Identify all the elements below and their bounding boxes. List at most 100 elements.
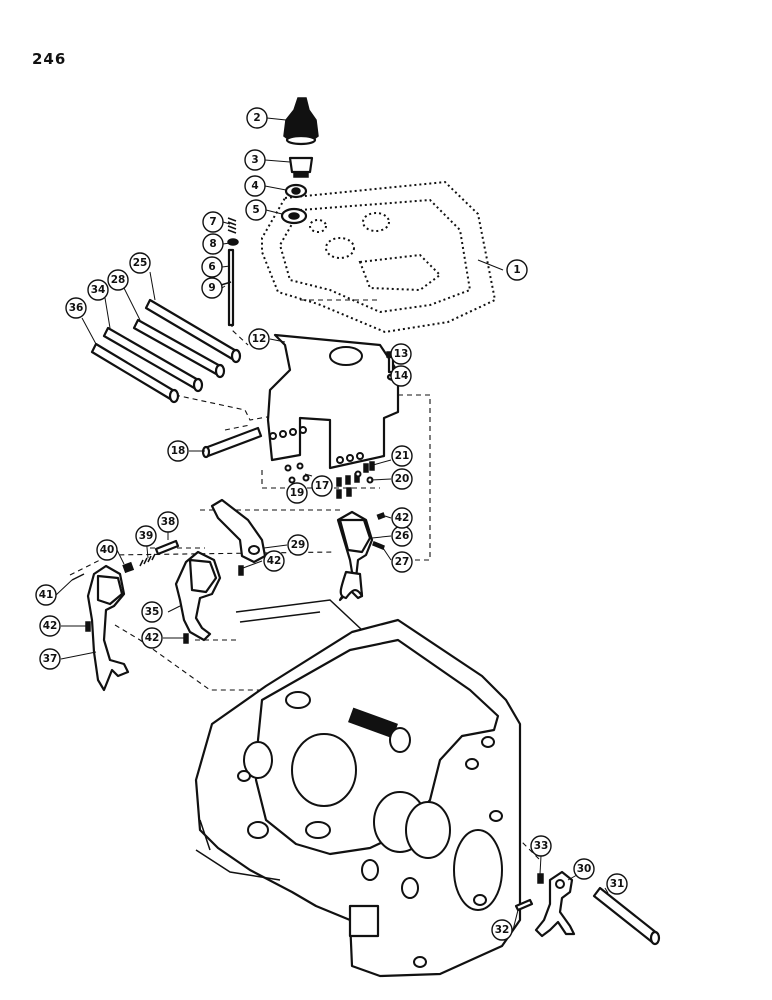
callout-42-d: 42 <box>141 627 163 649</box>
callout-2: 2 <box>246 107 268 129</box>
pin-part-42-d <box>183 633 189 644</box>
callout-7: 7 <box>202 211 224 233</box>
shift-knob-part-2 <box>283 97 319 146</box>
shift-lever-part-29 <box>210 498 267 564</box>
svg-text:42: 42 <box>267 555 282 567</box>
callout-36: 36 <box>65 297 87 319</box>
svg-text:5: 5 <box>252 204 259 216</box>
callout-30: 30 <box>573 858 595 880</box>
svg-text:18: 18 <box>171 445 186 457</box>
callout-26: 26 <box>391 525 413 547</box>
svg-text:29: 29 <box>291 539 306 551</box>
svg-text:41: 41 <box>39 589 54 601</box>
callout-40: 40 <box>96 539 118 561</box>
svg-text:30: 30 <box>577 863 592 875</box>
shift-rail-part-36 <box>90 342 180 404</box>
pin-part-42-c <box>85 621 91 632</box>
svg-text:32: 32 <box>495 924 510 936</box>
retainer-part-3 <box>288 156 314 178</box>
spring-part-7 <box>227 217 237 234</box>
poppet-part-40 <box>122 561 135 574</box>
svg-text:31: 31 <box>610 878 625 890</box>
svg-text:4: 4 <box>251 180 258 192</box>
callout-32: 32 <box>491 919 513 941</box>
callout-18: 18 <box>167 440 189 462</box>
callout-39: 39 <box>135 525 157 547</box>
callout-4: 4 <box>244 175 266 197</box>
pin-part-42-b <box>238 565 244 576</box>
callout-31: 31 <box>606 873 628 895</box>
svg-text:25: 25 <box>133 257 148 269</box>
svg-text:17: 17 <box>315 480 330 492</box>
spring-part-39 <box>139 553 156 567</box>
svg-text:7: 7 <box>209 216 216 228</box>
svg-text:3: 3 <box>251 154 258 166</box>
callout-6: 6 <box>201 256 223 278</box>
pin-part-41 <box>71 573 85 581</box>
callout-19: 19 <box>286 482 308 504</box>
shift-fork-part-30 <box>534 870 576 938</box>
pin-part-27 <box>372 541 385 550</box>
callout-25: 25 <box>129 252 151 274</box>
callout-13: 13 <box>390 343 412 365</box>
svg-text:42: 42 <box>43 620 58 632</box>
svg-text:2: 2 <box>253 112 260 124</box>
pin-part-42-a <box>376 512 386 520</box>
callout-5: 5 <box>245 199 267 221</box>
svg-text:9: 9 <box>208 282 215 294</box>
svg-text:8: 8 <box>209 238 216 250</box>
callout-38: 38 <box>157 511 179 533</box>
shift-fork-part-35 <box>174 550 222 642</box>
callout-8: 8 <box>202 233 224 255</box>
shift-fork-part-26 <box>336 510 374 602</box>
svg-text:20: 20 <box>395 473 410 485</box>
page-number: 246 <box>32 50 67 68</box>
svg-text:28: 28 <box>111 274 126 286</box>
svg-text:14: 14 <box>394 370 409 382</box>
svg-text:27: 27 <box>395 556 410 568</box>
svg-text:26: 26 <box>395 530 410 542</box>
pin-part-9 <box>220 281 232 286</box>
callout-21: 21 <box>391 445 413 467</box>
svg-text:34: 34 <box>91 284 106 296</box>
shift-bracket-part-12 <box>266 333 400 470</box>
svg-text:42: 42 <box>145 632 160 644</box>
callout-42-c: 42 <box>39 615 61 637</box>
callout-42-b: 42 <box>263 550 285 572</box>
svg-text:33: 33 <box>534 840 549 852</box>
callout-29: 29 <box>287 534 309 556</box>
shift-rail-part-25 <box>144 298 242 364</box>
svg-text:13: 13 <box>394 348 409 360</box>
callout-20: 20 <box>391 468 413 490</box>
pin-part-33 <box>537 873 544 884</box>
poppet-part-38 <box>154 539 180 556</box>
callout-9: 9 <box>201 277 223 299</box>
svg-text:1: 1 <box>513 264 520 276</box>
bolt-part-32 <box>514 898 534 912</box>
callout-35: 35 <box>141 601 163 623</box>
shift-rail-part-34 <box>102 326 204 393</box>
svg-text:36: 36 <box>69 302 84 314</box>
rod-part-31 <box>592 886 661 946</box>
svg-text:6: 6 <box>208 261 215 273</box>
callout-28: 28 <box>107 269 129 291</box>
transmission-housing <box>194 599 522 978</box>
svg-text:12: 12 <box>252 333 267 345</box>
callout-27: 27 <box>391 551 413 573</box>
callout-41: 41 <box>35 584 57 606</box>
callout-37: 37 <box>39 648 61 670</box>
rod-part-6 <box>227 248 235 327</box>
seal-part-5 <box>280 207 308 225</box>
svg-text:38: 38 <box>161 516 176 528</box>
shift-rail-part-28 <box>132 318 226 379</box>
svg-text:19: 19 <box>290 487 305 499</box>
callout-17: 17 <box>311 475 333 497</box>
shaft-part-18 <box>201 426 263 459</box>
svg-text:40: 40 <box>100 544 115 556</box>
callout-33: 33 <box>530 835 552 857</box>
svg-text:39: 39 <box>139 530 154 542</box>
callout-1: 1 <box>506 259 528 281</box>
callout-12: 12 <box>248 328 270 350</box>
svg-text:42: 42 <box>395 512 410 524</box>
